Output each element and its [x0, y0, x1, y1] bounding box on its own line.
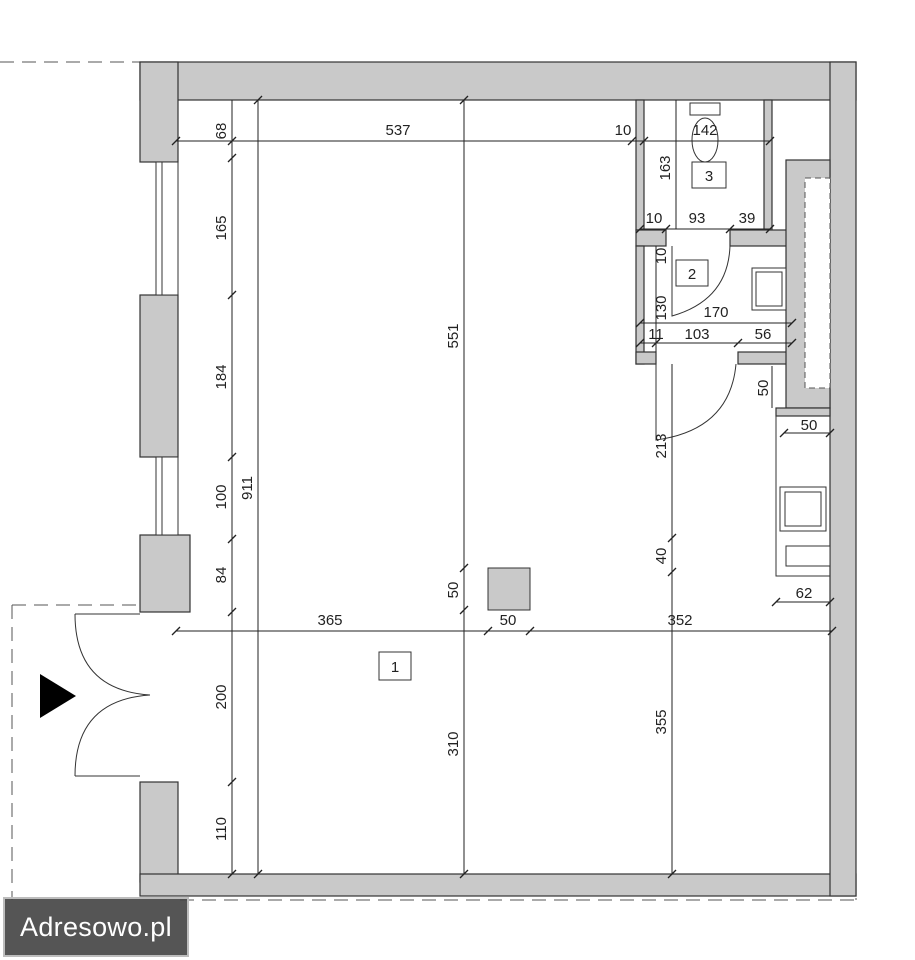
dim-142: 142 [692, 122, 717, 139]
windows [155, 161, 831, 536]
dim-130: 130 [653, 295, 670, 320]
dim-911: 911 [239, 476, 256, 500]
dim-537: 537 [385, 122, 410, 139]
entrance-door [74, 613, 151, 777]
dim-200: 200 [213, 684, 230, 709]
dim-163: 163 [657, 155, 674, 180]
dim-551: 551 [445, 323, 462, 348]
dimension-labels: 68 537 10 142 163 165 551 911 184 100 84… [213, 122, 817, 841]
sink-icon [751, 267, 787, 311]
bathroom-doors [655, 245, 737, 441]
kitchen-counter [775, 415, 831, 577]
dim-103: 103 [684, 326, 709, 343]
entrance-arrow-icon [40, 674, 76, 718]
dim-50-kitchen-h: 50 [801, 417, 818, 434]
dim-93: 93 [689, 210, 706, 227]
dim-10-top: 10 [615, 122, 632, 139]
dim-213: 213 [653, 433, 670, 458]
dim-39: 39 [739, 210, 756, 227]
dim-310: 310 [445, 731, 462, 756]
room-3: 3 [691, 161, 727, 189]
structural-column [487, 567, 531, 611]
room-2: 2 [675, 259, 709, 287]
dim-11: 11 [648, 326, 664, 343]
exterior-outline [0, 61, 860, 901]
room-2-label: 2 [688, 266, 696, 283]
watermark-logo[interactable]: Adresowo.pl [3, 897, 189, 957]
room-1: 1 [378, 651, 412, 681]
dim-365: 365 [317, 612, 342, 629]
dim-352: 352 [667, 612, 692, 629]
dim-56: 56 [755, 326, 772, 343]
walls [139, 61, 857, 897]
dim-110: 110 [213, 817, 230, 841]
dim-10-bath-left: 10 [646, 210, 663, 227]
room-3-label: 3 [705, 168, 713, 185]
dim-165: 165 [213, 215, 230, 240]
dim-62: 62 [796, 585, 813, 602]
dim-10-bath-v: 10 [653, 248, 670, 265]
dim-68: 68 [213, 123, 230, 140]
toilet-icon [689, 102, 721, 163]
dim-40: 40 [653, 548, 670, 565]
dim-184: 184 [213, 364, 230, 389]
kitchen-sink-icon [779, 486, 831, 567]
dimension-ticks [171, 95, 837, 879]
dim-50-column-v: 50 [445, 582, 462, 599]
dim-355: 355 [653, 709, 670, 734]
room-1-label: 1 [391, 659, 399, 676]
dimension-lines [176, 100, 832, 874]
dim-50-column-h: 50 [500, 612, 517, 629]
dim-50-kitchen-v: 50 [755, 380, 772, 397]
dim-84: 84 [213, 567, 230, 584]
dim-170: 170 [703, 304, 728, 321]
dim-100: 100 [213, 484, 230, 509]
